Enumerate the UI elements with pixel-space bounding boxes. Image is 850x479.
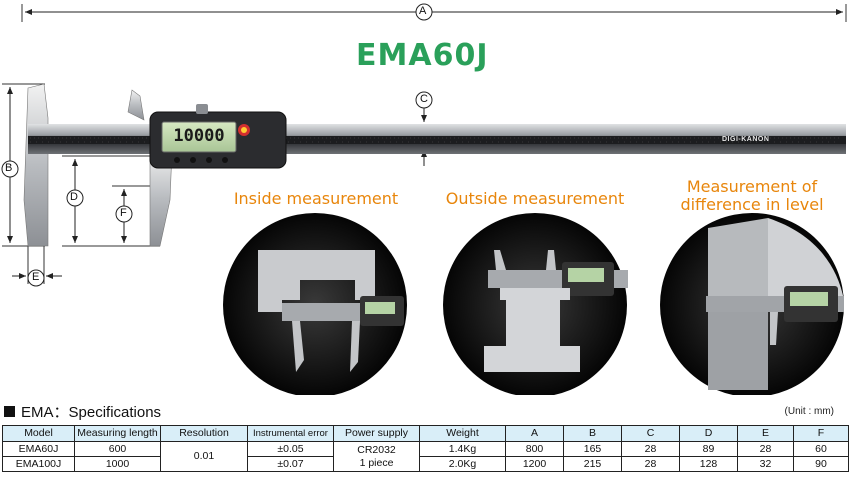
col-header: Model	[2, 425, 75, 442]
cell-d: 89	[679, 441, 738, 457]
caliper-diagram	[1, 3, 847, 395]
caption-level-line2: difference in level	[680, 195, 824, 214]
cell-length: 600	[74, 441, 161, 457]
label-d: D	[70, 191, 78, 203]
label-c: C	[420, 93, 428, 105]
col-header: Measuring length	[74, 425, 161, 442]
scale-brand: DIGI-KANON	[722, 136, 770, 143]
specs-header-row: Model Measuring length Resolution Instru…	[2, 425, 849, 442]
cell-weight: 2.0Kg	[419, 456, 506, 472]
specs-unit: (Unit : mm)	[784, 406, 834, 417]
outside-measurement-illustration	[443, 213, 628, 395]
cell-error: ±0.07	[247, 456, 334, 472]
power-line1: CR2032	[357, 443, 396, 456]
beam-scale-ticks	[30, 137, 840, 143]
cell-a: 1200	[505, 456, 564, 472]
col-header: B	[563, 425, 622, 442]
col-header: Instrumental error	[247, 425, 334, 442]
col-header: C	[621, 425, 680, 442]
caption-level-line1: Measurement of	[686, 177, 818, 196]
col-header: E	[737, 425, 794, 442]
cell-e: 28	[737, 441, 794, 457]
cell-f: 90	[793, 456, 849, 472]
label-a: A	[419, 5, 427, 17]
specs-heading: EMA：Specifications	[4, 401, 161, 422]
specs-heading-text: EMA：Specifications	[21, 404, 162, 421]
dimension-e	[12, 246, 62, 287]
dimension-d	[62, 155, 160, 247]
cell-resolution: 0.01	[160, 441, 248, 472]
caption-inside: Inside measurement	[233, 189, 399, 208]
cell-b: 165	[563, 441, 622, 457]
cell-d: 128	[679, 456, 738, 472]
product-title: EMA60J	[356, 38, 489, 73]
bullet-square-icon	[4, 406, 15, 417]
level-difference-illustration	[660, 213, 844, 395]
col-header: Power supply	[333, 425, 420, 442]
cell-length: 1000	[74, 456, 161, 472]
specs-table: Model Measuring length Resolution Instru…	[2, 425, 849, 472]
col-header: D	[679, 425, 738, 442]
label-e: E	[32, 271, 40, 283]
table-row: EMA60J 600 0.01 ±0.05 CR2032 1 piece 1.4…	[2, 441, 849, 472]
table-row: EMA100J 1000 ±0.07 2.0Kg 1200 215 28 128…	[2, 456, 849, 472]
col-header: F	[793, 425, 849, 442]
dimension-a	[21, 3, 847, 22]
cell-error: ±0.05	[247, 441, 334, 457]
cell-b: 215	[563, 456, 622, 472]
cell-c: 28	[621, 441, 680, 457]
cell-f: 60	[793, 441, 849, 457]
caption-outside: Outside measurement	[445, 189, 625, 208]
label-f: F	[120, 207, 127, 219]
dimension-c	[415, 91, 433, 166]
dimension-b	[1, 83, 45, 247]
label-b: B	[5, 162, 13, 174]
cell-a: 800	[505, 441, 564, 457]
lcd-reading: 10000	[173, 126, 225, 146]
cell-model: EMA60J	[2, 441, 75, 457]
col-header: Resolution	[160, 425, 248, 442]
inside-measurement-illustration	[223, 213, 407, 395]
power-line2: 1 piece	[359, 456, 394, 469]
cell-c: 28	[621, 456, 680, 472]
col-header: Weight	[419, 425, 506, 442]
cell-model: EMA100J	[2, 456, 75, 472]
cell-e: 32	[737, 456, 794, 472]
col-header: A	[505, 425, 564, 442]
cell-power: CR2032 1 piece	[333, 441, 420, 472]
cell-weight: 1.4Kg	[419, 441, 506, 457]
caliper-illustration	[23, 83, 846, 247]
